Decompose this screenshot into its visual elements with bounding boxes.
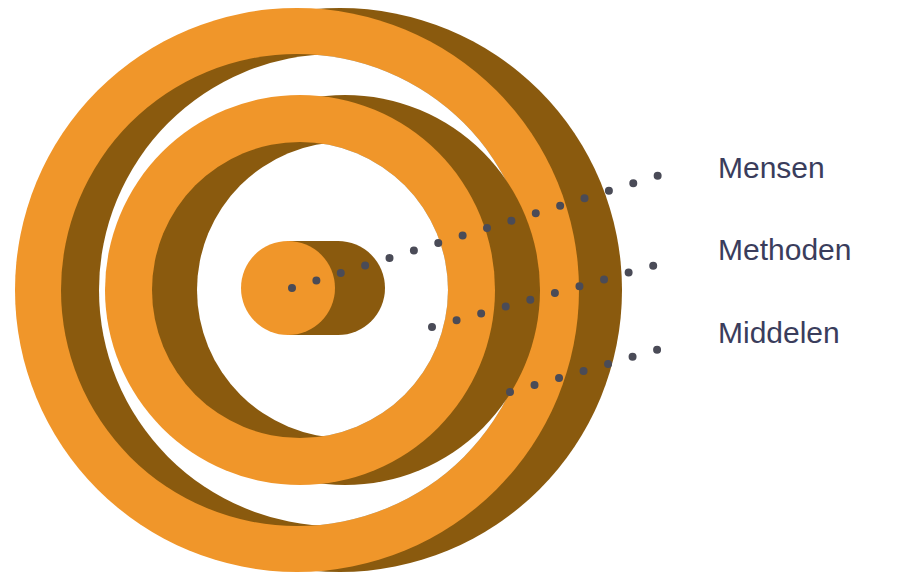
leader-line: [432, 262, 667, 327]
leader-line: [510, 347, 667, 392]
outer-ring: [15, 8, 622, 572]
outer-ring-hole: [99, 54, 571, 526]
leader-lines: [292, 175, 667, 392]
middle-ring: [105, 95, 540, 485]
outer-ring-front: [15, 8, 579, 572]
centre-cylinder: [241, 241, 385, 335]
leader-line: [292, 175, 660, 288]
part-label: Mensen: [718, 151, 825, 186]
middle-ring-front: [105, 95, 495, 485]
part-label: Middelen: [718, 316, 840, 351]
part-label: Methoden: [718, 233, 851, 268]
middle-ring-hole: [197, 142, 493, 438]
